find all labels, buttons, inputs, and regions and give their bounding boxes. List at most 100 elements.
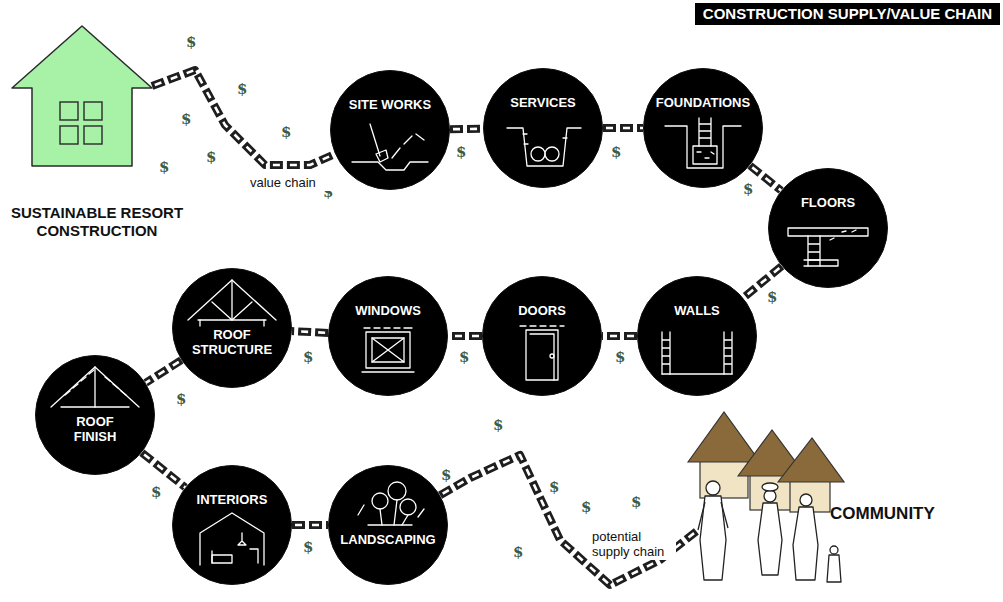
stage-circle: INTERIORS xyxy=(172,465,292,585)
circle-shape xyxy=(330,70,450,190)
circle-shape xyxy=(637,276,757,396)
sketch-line xyxy=(665,126,741,168)
sketch-line xyxy=(211,551,212,563)
sketch-line xyxy=(693,146,717,164)
person-head xyxy=(764,490,776,502)
stage-sketch xyxy=(665,118,741,168)
head-pot xyxy=(762,483,778,491)
child-body xyxy=(827,555,841,582)
chain-link-holes xyxy=(448,335,482,338)
stage-sketch xyxy=(188,280,276,326)
sketch-line xyxy=(358,505,424,517)
chain-link-holes xyxy=(292,331,328,333)
child-head xyxy=(830,546,838,554)
money-sign: $ xyxy=(630,495,642,510)
sketch-line xyxy=(212,555,232,563)
chain-link-holes xyxy=(292,524,328,527)
sketch-line xyxy=(808,236,820,266)
money-sign: $ xyxy=(742,182,754,197)
sketch-line xyxy=(200,320,264,326)
chain-links xyxy=(152,70,335,165)
stage-label: SITE WORKS xyxy=(338,98,442,113)
stage-circle: ROOF FINISH xyxy=(35,355,155,475)
house-window xyxy=(84,126,102,144)
chain-connector xyxy=(142,453,185,488)
chain-link-holes xyxy=(603,127,643,130)
money-sign: $ xyxy=(766,290,778,305)
chain-links xyxy=(440,455,698,585)
money-sign: $ xyxy=(158,160,170,175)
sketch-line xyxy=(238,533,246,545)
house-outline xyxy=(12,26,152,166)
money-sign: $ xyxy=(175,392,187,407)
chain-connector xyxy=(602,336,637,337)
stage-sketch xyxy=(51,367,139,407)
circle-shape xyxy=(768,168,888,288)
circle-shape xyxy=(482,276,602,396)
house-window xyxy=(84,102,102,120)
sketch-line xyxy=(662,332,670,374)
stage-label: LANDSCAPING xyxy=(334,533,442,548)
sketch-line xyxy=(530,334,554,380)
money-sign: $ xyxy=(458,350,470,365)
stage-sketch xyxy=(358,482,424,525)
stage-sketch xyxy=(200,513,264,565)
stage-label: FLOORS xyxy=(776,196,880,211)
people xyxy=(698,481,841,582)
chain-links xyxy=(603,124,643,132)
money-sign: $ xyxy=(280,125,292,140)
chain-connector xyxy=(450,128,483,129)
sketch-line xyxy=(105,377,126,395)
circle-outline xyxy=(644,69,763,188)
money-sign: $ xyxy=(205,150,217,165)
stage-label: DOORS xyxy=(490,304,594,319)
money-sign: $ xyxy=(150,485,162,500)
chain-connector xyxy=(152,70,335,165)
hut-roof xyxy=(778,438,844,482)
sketch-line xyxy=(212,302,252,320)
chain-label: value chain xyxy=(248,176,332,191)
stage-circle: FOUNDATIONS xyxy=(643,68,763,188)
sketch-line xyxy=(51,367,139,407)
chain-link-holes xyxy=(142,453,185,488)
money-sign: $ xyxy=(302,350,314,365)
sketch-line xyxy=(94,367,95,407)
chain-link-holes xyxy=(152,70,335,165)
sketch-line xyxy=(400,499,416,515)
circle-outline xyxy=(484,69,603,188)
title-band: CONSTRUCTION SUPPLY/VALUE CHAIN xyxy=(695,3,1000,25)
circle-shape xyxy=(328,465,448,585)
chain-links xyxy=(142,453,185,488)
chain-link-holes xyxy=(750,166,781,191)
chain-connector xyxy=(292,331,328,333)
house-window xyxy=(60,126,78,144)
sketch-line xyxy=(804,260,838,266)
sketch-line xyxy=(788,228,868,236)
sketch-line xyxy=(550,354,554,358)
sketch-line xyxy=(507,128,581,166)
chain-connector xyxy=(750,166,781,191)
chain-link-holes xyxy=(146,360,182,383)
sketch-line xyxy=(531,147,545,161)
money-sign: $ xyxy=(180,112,192,127)
chain-link-holes xyxy=(602,335,637,338)
stage-sketch xyxy=(507,128,581,166)
money-sign: $ xyxy=(548,480,560,495)
money-sign: $ xyxy=(614,350,626,365)
community-label: COMMUNITY xyxy=(830,504,935,524)
sketch-line xyxy=(526,330,558,380)
hut-roof xyxy=(688,412,760,462)
sketch-line xyxy=(523,134,567,144)
chain-connector xyxy=(146,360,182,383)
community-node: COMMUNITY xyxy=(678,410,998,600)
stage-circle: WALLS xyxy=(637,276,757,396)
chain-connector xyxy=(440,455,698,585)
circle-shape xyxy=(483,68,603,188)
stage-label: WINDOWS xyxy=(336,304,440,319)
sketch-line xyxy=(830,230,856,240)
stage-label: INTERIORS xyxy=(180,493,284,508)
circle-outline xyxy=(483,277,602,396)
sketch-line xyxy=(370,124,380,156)
person-body xyxy=(758,503,782,575)
circle-outline xyxy=(331,71,450,190)
